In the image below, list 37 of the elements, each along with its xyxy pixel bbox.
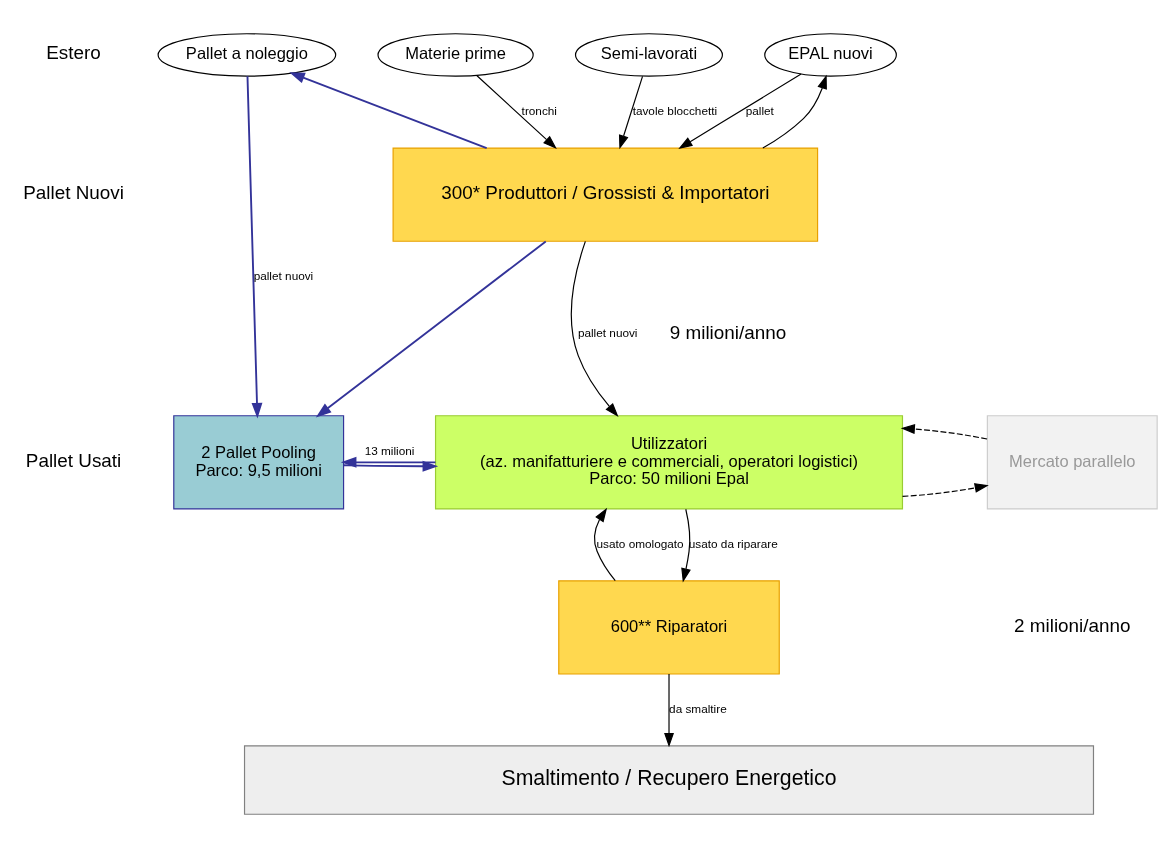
arrow bbox=[678, 73, 802, 149]
label: 9 milioni/anno bbox=[669, 321, 787, 343]
edge-label: pallet nuovi bbox=[577, 325, 638, 339]
arrow bbox=[570, 240, 619, 417]
node-box: 300* Produttori / Grossisti & Importatori bbox=[392, 147, 819, 242]
arrow bbox=[593, 507, 616, 581]
edge-label: pallet nuovi bbox=[253, 268, 314, 282]
arrow bbox=[901, 482, 989, 497]
node-ellipse: Pallet a noleggio bbox=[157, 32, 337, 77]
node-ellipse: EPAL nuovi bbox=[764, 32, 897, 77]
edge-label: tavole blocchetti bbox=[632, 103, 718, 117]
arrow bbox=[900, 423, 988, 440]
node-box: 2 Pallet Pooling Parco: 9,5 milioni bbox=[173, 414, 345, 509]
arrow bbox=[664, 673, 674, 747]
node-box: 600** Riparatori bbox=[558, 579, 780, 675]
edge-label: 13 milioni bbox=[364, 443, 415, 457]
node-ellipse: Semi-lavorati bbox=[574, 32, 723, 77]
node-box: Utilizzatori (az. manifatturiere e commerciali, operatori logistici) Parco: 50 milioni Epal bbox=[434, 414, 904, 509]
label: Pallet Nuovi bbox=[23, 181, 124, 203]
label: 2 milioni/anno bbox=[1014, 614, 1131, 636]
edge-label: pallet bbox=[745, 103, 774, 117]
label: Pallet Usati bbox=[25, 449, 122, 471]
arrow bbox=[289, 71, 488, 149]
arrow bbox=[340, 456, 437, 468]
edge-label: usato omologato bbox=[596, 536, 684, 550]
label: Estero bbox=[46, 41, 101, 63]
arrow bbox=[476, 74, 557, 149]
arrow bbox=[315, 240, 547, 417]
edge-label: tronchi bbox=[521, 103, 557, 117]
arrow bbox=[681, 508, 691, 582]
arrow bbox=[342, 460, 439, 472]
node-box: Mercato parallelo bbox=[986, 414, 1158, 509]
arrow bbox=[618, 75, 644, 149]
arrow bbox=[762, 74, 827, 149]
node-box: Smaltimento / Recupero Energetico bbox=[243, 744, 1095, 815]
node-ellipse: Materie prime bbox=[377, 32, 534, 77]
arrow bbox=[246, 74, 263, 418]
